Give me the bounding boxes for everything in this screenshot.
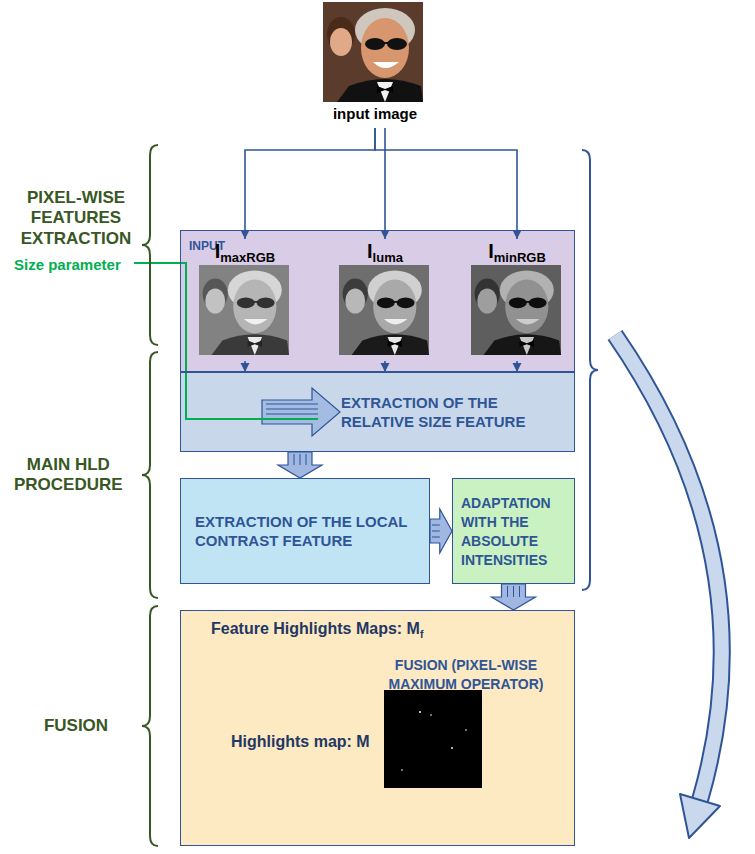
process-box: EXTRACTION OF THE LOCAL CONTRAST FEATURE xyxy=(180,478,430,584)
arrow-head xyxy=(513,363,522,372)
node-text: FUSION (PIXEL-WISE MAXIMUM OPERATOR) xyxy=(388,657,543,692)
connector xyxy=(492,584,536,610)
input-photo xyxy=(323,2,423,102)
connector-line xyxy=(245,128,375,239)
text-group: ADAPTATION WITH THE ABSOLUTE INTENSITIES xyxy=(461,493,568,570)
block-arrow xyxy=(278,452,322,478)
process-box: ADAPTATION WITH THE ABSOLUTE INTENSITIES xyxy=(452,478,575,584)
arrow-head xyxy=(513,230,522,239)
label-group: FUSION xyxy=(14,716,138,736)
connector xyxy=(241,361,250,372)
node-text: EXTRACTION OF THE RELATIVE SIZE FEATURE xyxy=(341,394,525,430)
process-box: EXTRACTION OF THE RELATIVE SIZE FEATURE xyxy=(180,372,575,452)
channel-image-node: ImaxRGB xyxy=(191,239,299,361)
text-group: Highlights map: M xyxy=(231,732,370,751)
subscript-text: maxRGB xyxy=(220,250,275,265)
label-group: PIXEL-WISE FEATURES EXTRACTION xyxy=(14,188,138,249)
connector-line xyxy=(384,128,386,239)
fusion-panel: Feature Highlights Maps: MfFUSION (PIXEL… xyxy=(180,610,575,846)
block-arrow-stripe xyxy=(306,454,307,465)
loop-curved-arrow xyxy=(615,335,722,838)
text-group: Iluma xyxy=(331,239,439,266)
arrow-head xyxy=(241,363,250,372)
right-brace xyxy=(582,150,598,590)
node-text: Highlights map: M xyxy=(231,733,370,750)
node-text: I xyxy=(215,240,221,262)
merge-block-arrow xyxy=(262,388,340,436)
subscript-text: luma xyxy=(373,250,403,265)
block-arrow-stripe xyxy=(513,586,514,597)
section-label: PIXEL-WISE FEATURES EXTRACTION xyxy=(14,188,138,249)
section-label: MAIN HLD PROCEDURE xyxy=(14,455,123,496)
block-arrow-stripe xyxy=(432,525,440,526)
text-group: EXTRACTION OF THE RELATIVE SIZE FEATURE xyxy=(341,393,556,431)
parameter-label: Size parameter xyxy=(14,256,121,274)
channel-image-node: Iluma xyxy=(331,239,439,361)
node-text: EXTRACTION OF THE LOCAL CONTRAST FEATURE xyxy=(195,513,407,549)
arrow-head xyxy=(381,230,390,239)
input-panel: INPUTImaxRGBIlumaIminRGB xyxy=(180,230,575,372)
panel-fill xyxy=(180,610,575,846)
text-group: Feature Highlights Maps: Mf xyxy=(211,619,423,642)
luma-channel-picture xyxy=(339,265,429,355)
text-group: input image xyxy=(290,104,460,123)
text-group: FUSION (PIXEL-WISE MAXIMUM OPERATOR) xyxy=(371,655,561,693)
block-arrow xyxy=(492,584,536,610)
section-label: FUSION xyxy=(44,716,108,736)
node-text: I xyxy=(488,240,494,262)
label-group: Size parameter xyxy=(14,255,121,274)
highlights-map-picture xyxy=(384,690,482,788)
node-text: input image xyxy=(333,105,417,122)
panel-fill xyxy=(180,478,430,584)
section-braces xyxy=(142,145,158,846)
subscript-text: minRGB xyxy=(494,250,546,265)
connector xyxy=(375,128,522,239)
text-group: IminRGB xyxy=(463,239,571,266)
block-arrow-stripe xyxy=(300,454,301,465)
label-group: MAIN HLD PROCEDURE xyxy=(14,455,114,496)
connector-line xyxy=(375,128,517,239)
connector xyxy=(381,128,390,239)
connector xyxy=(278,452,322,478)
max-channel-picture xyxy=(199,265,289,355)
block-arrow-stripe xyxy=(294,454,295,465)
node-text: Feature Highlights Maps: M xyxy=(211,620,420,637)
panel-fill xyxy=(180,230,575,372)
block-arrow-stripe xyxy=(432,537,440,538)
subscript-text: f xyxy=(420,629,423,640)
size-parameter-wire xyxy=(134,263,318,419)
connector xyxy=(430,509,452,553)
connector xyxy=(381,361,390,372)
arrow-head xyxy=(381,363,390,372)
input-image-node: input image xyxy=(290,0,460,128)
channel-image-node: IminRGB xyxy=(463,239,571,361)
text-group: ImaxRGB xyxy=(191,239,299,266)
block-arrow-stripe xyxy=(507,586,508,597)
min-channel-picture xyxy=(471,265,561,355)
arrow-head xyxy=(241,230,250,239)
block-arrow xyxy=(430,509,452,553)
block-arrow-stripe xyxy=(519,586,520,597)
connector xyxy=(513,361,522,372)
node-text: I xyxy=(367,240,373,262)
panel-fill xyxy=(452,478,575,584)
node-text: ADAPTATION WITH THE ABSOLUTE INTENSITIES xyxy=(461,495,551,569)
panel-fill xyxy=(180,372,575,452)
block-arrow-stripe xyxy=(432,531,440,532)
connector xyxy=(241,128,376,239)
text-group: EXTRACTION OF THE LOCAL CONTRAST FEATURE xyxy=(195,512,421,550)
